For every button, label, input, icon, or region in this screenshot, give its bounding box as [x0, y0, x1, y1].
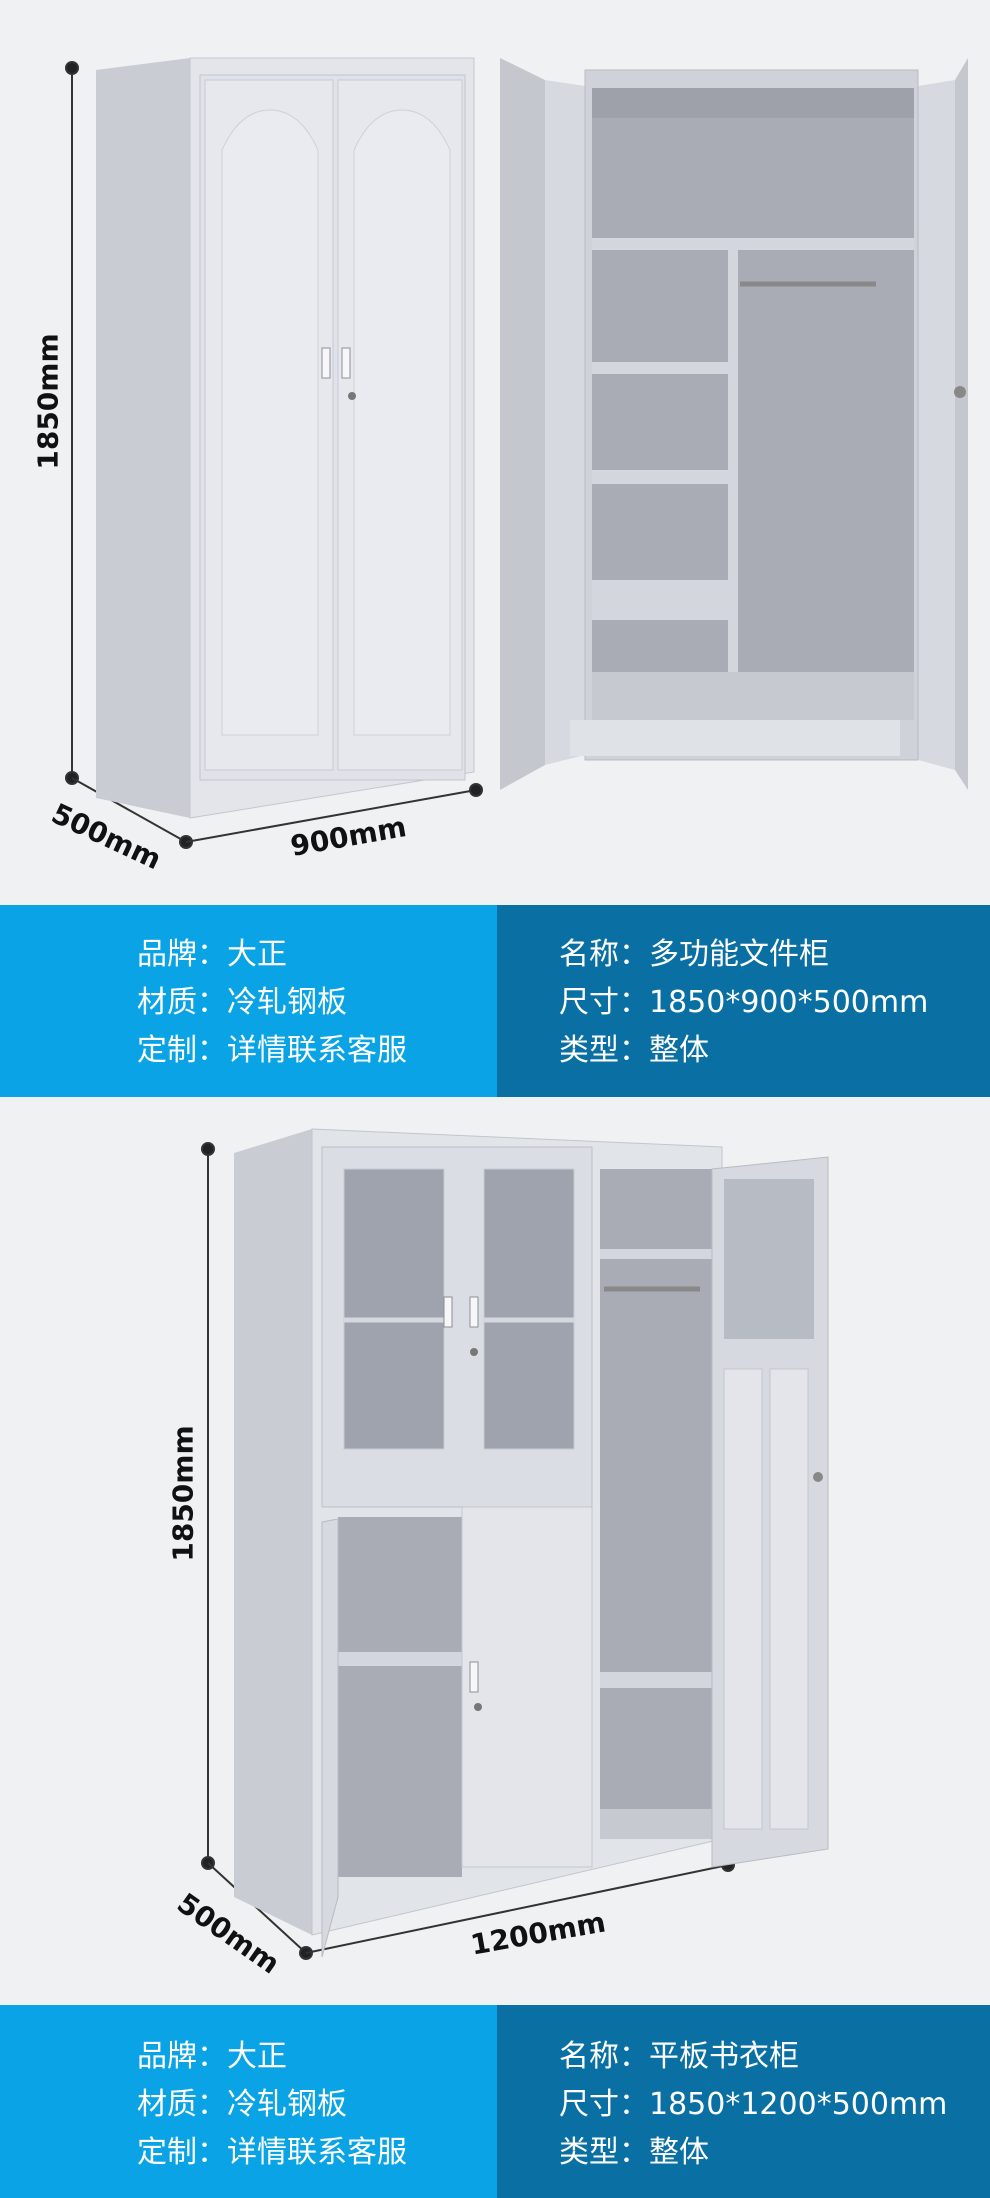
product1-illustration — [65, 57, 968, 849]
product2-dimension-lines — [201, 1142, 735, 1960]
spec-key: 名称 — [559, 937, 619, 972]
spec-value: 整体 — [649, 2135, 709, 2170]
spec-type: 类型：整体 — [559, 1033, 709, 1069]
spec-value: 详情联系客服 — [227, 1033, 407, 1068]
spec-separator: ： — [197, 985, 227, 1020]
spec-key: 材质 — [137, 2087, 197, 2122]
spec-brand: 品牌：大正 — [137, 937, 287, 973]
product2-height-label: 1850mm — [166, 1425, 200, 1562]
spec-brand: 品牌：大正 — [137, 2039, 287, 2075]
product2-illustration — [201, 1128, 829, 1960]
spec-key: 品牌 — [137, 937, 197, 972]
product2-spec-right: 名称：平板书衣柜 尺寸：1850*1200*500mm 类型：整体 — [497, 2005, 990, 2198]
spec-separator: ： — [619, 937, 649, 972]
spec-key: 尺寸 — [559, 985, 619, 1020]
spec-separator: ： — [197, 937, 227, 972]
spec-value: 平板书衣柜 — [649, 2039, 799, 2074]
product1-spec-left: 品牌：大正 材质：冷轧钢板 定制：详情联系客服 — [0, 905, 497, 1097]
spec-type: 类型：整体 — [559, 2135, 709, 2171]
spec-separator: ： — [619, 2039, 649, 2074]
spec-separator: ： — [197, 2135, 227, 2170]
spec-material: 材质：冷轧钢板 — [137, 985, 347, 1021]
spec-key: 类型 — [559, 1033, 619, 1068]
spec-value: 整体 — [649, 1033, 709, 1068]
product2-spec-band: 品牌：大正 材质：冷轧钢板 定制：详情联系客服 名称：平板书衣柜 尺寸：1850… — [0, 2005, 990, 2198]
product2-cabinet — [234, 1128, 829, 1958]
spec-separator: ： — [197, 2039, 227, 2074]
spec-key: 定制 — [137, 2135, 197, 2170]
spec-separator: ： — [619, 985, 649, 1020]
product1-open-cabinet — [500, 58, 968, 790]
spec-separator: ： — [197, 1033, 227, 1068]
spec-value: 详情联系客服 — [227, 2135, 407, 2170]
product1-spec-band: 品牌：大正 材质：冷轧钢板 定制：详情联系客服 名称：多功能文件柜 尺寸：185… — [0, 905, 990, 1097]
spec-size: 尺寸：1850*1200*500mm — [559, 2087, 947, 2123]
spec-key: 材质 — [137, 985, 197, 1020]
product1-spec-right: 名称：多功能文件柜 尺寸：1850*900*500mm 类型：整体 — [497, 905, 990, 1097]
spec-name: 名称：多功能文件柜 — [559, 937, 829, 973]
spec-separator: ： — [619, 2135, 649, 2170]
product1-closed-cabinet — [96, 57, 475, 819]
spec-key: 尺寸 — [559, 2087, 619, 2122]
spec-value: 1850*1200*500mm — [649, 2087, 948, 2122]
spec-key: 品牌 — [137, 2039, 197, 2074]
spec-separator: ： — [619, 1033, 649, 1068]
spec-custom: 定制：详情联系客服 — [137, 2135, 407, 2171]
spec-value: 大正 — [227, 2039, 287, 2074]
spec-key: 名称 — [559, 2039, 619, 2074]
spec-separator: ： — [619, 2087, 649, 2122]
spec-value: 1850*900*500mm — [649, 985, 929, 1020]
spec-custom: 定制：详情联系客服 — [137, 1033, 407, 1069]
product2-spec-left: 品牌：大正 材质：冷轧钢板 定制：详情联系客服 — [0, 2005, 497, 2198]
spec-key: 定制 — [137, 1033, 197, 1068]
spec-value: 大正 — [227, 937, 287, 972]
spec-value: 冷轧钢板 — [227, 985, 347, 1020]
product1-image-panel: 1850mm 500mm 900mm — [0, 0, 990, 905]
spec-separator: ： — [197, 2087, 227, 2122]
product1-height-label: 1850mm — [31, 333, 65, 470]
product2-image-panel: 1850mm 500mm 1200mm — [0, 1097, 990, 2005]
spec-size: 尺寸：1850*900*500mm — [559, 985, 928, 1021]
product1-dimension-lines — [65, 61, 483, 849]
spec-key: 类型 — [559, 2135, 619, 2170]
spec-material: 材质：冷轧钢板 — [137, 2087, 347, 2123]
spec-value: 冷轧钢板 — [227, 2087, 347, 2122]
spec-value: 多功能文件柜 — [649, 937, 829, 972]
spec-name: 名称：平板书衣柜 — [559, 2039, 799, 2075]
